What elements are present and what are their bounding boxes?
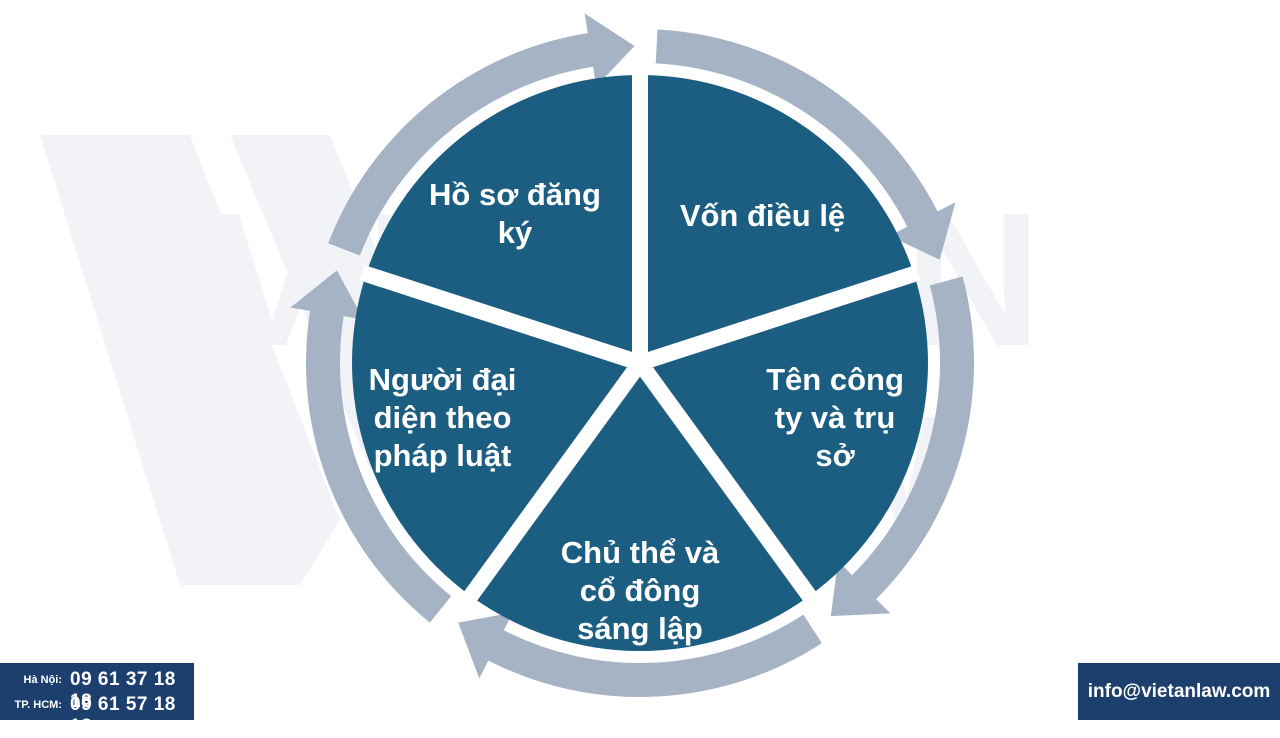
segment-legal-representative	[352, 274, 640, 596]
segment-label-line: ty và trụ	[774, 400, 896, 435]
cycle-arrow-2	[655, 29, 956, 260]
cycle-diagram	[290, 13, 974, 698]
segment-label-line: cổ đông	[579, 573, 701, 608]
segment-dividers	[359, 71, 921, 604]
phone-contact-box: Hà Nội: 09 61 37 18 18 TP. HCM: 09 61 57…	[0, 663, 194, 737]
segment-label-line: diện theo	[373, 400, 512, 435]
cycle-arrows	[290, 13, 974, 698]
segment-label-line: pháp luật	[373, 438, 512, 473]
segment-label-line: Hồ sơ đăng	[429, 177, 601, 212]
hanoi-phone[interactable]: 09 61 37 18 18	[70, 669, 176, 712]
email-contact-box[interactable]: info@vietanlaw.com	[1078, 663, 1280, 720]
segment-label-line: sở	[815, 438, 855, 473]
segment-label-line: Vốn điều lệ	[679, 198, 846, 233]
segment-company-name-headquarters	[640, 274, 928, 596]
cycle-arrow-5	[290, 270, 452, 623]
segment-divider	[461, 358, 647, 604]
segment-founding-members	[470, 363, 810, 651]
segment-label-line: Tên công	[766, 362, 904, 397]
cycle-arrow-1	[328, 13, 635, 256]
cycle-arrow-3	[830, 276, 974, 617]
segment-label-line: sáng lập	[577, 611, 703, 646]
segment-label-line: Chủ thể và	[560, 535, 720, 570]
hanoi-label: Hà Nội:	[23, 674, 63, 686]
segment-divider	[359, 265, 643, 371]
watermark-v-shape-3	[80, 210, 240, 500]
hcm-phone[interactable]: 09 61 57 18 18	[70, 694, 176, 737]
segment-divider	[633, 358, 819, 604]
cycle-arrow-4	[458, 612, 822, 698]
segment-label-line: ký	[497, 215, 533, 250]
email-link[interactable]: info@vietanlaw.com	[1087, 680, 1271, 702]
hcm-label: TP. HCM:	[14, 699, 62, 711]
segment-label-charter-capital: Vốn điều lệ	[655, 197, 870, 235]
segment-divider	[637, 265, 921, 371]
segment-label-line: Người đại	[368, 362, 517, 397]
